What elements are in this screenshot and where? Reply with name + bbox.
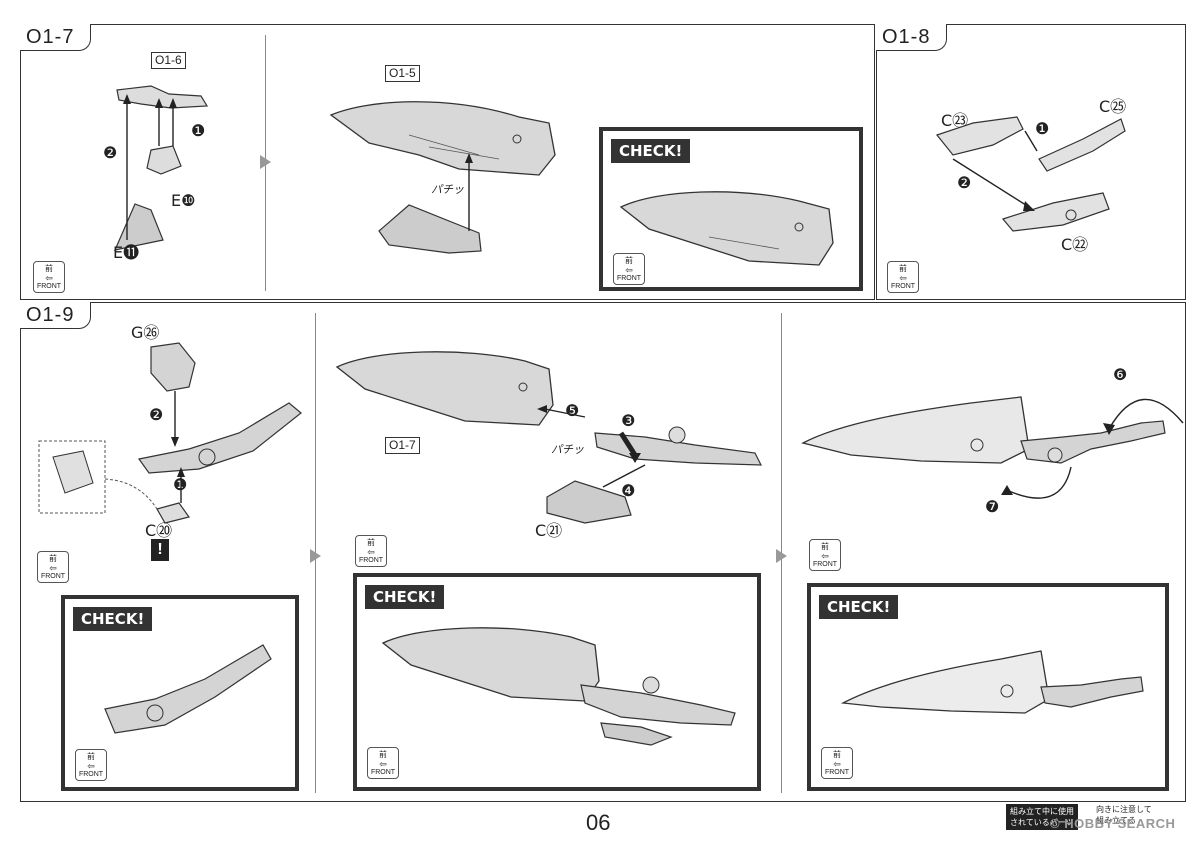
arm-parts-illustration (935, 116, 1126, 232)
rotation-check-illustration (840, 650, 1144, 714)
check-box-o1-9-b: CHECK! 前⇦FRONT (353, 573, 761, 791)
panel-step-o1-9: O1-9 G㉖ C⑳ ❷ ❶ ! 前⇦FRONT CHECK! 前⇦FRONT (20, 302, 1186, 802)
part-c23: C㉓ (941, 111, 969, 130)
front-direction-icon: 前⇦FRONT (887, 261, 919, 293)
step-number-1: ❶ (191, 121, 206, 140)
step-number-2: ❷ (103, 143, 118, 162)
step-number-6: ❻ (1113, 365, 1128, 384)
step-number-3: ❸ (621, 411, 636, 430)
watermark: © HOBBY SEARCH (1050, 816, 1176, 831)
check-label: CHECK! (611, 139, 691, 163)
check-label: CHECK! (365, 585, 445, 609)
step-number-5: ❺ (565, 401, 580, 420)
nose-cone-check-illustration (619, 191, 834, 266)
part-c22: C㉒ (1061, 235, 1089, 254)
front-direction-icon: 前⇦FRONT (821, 747, 853, 779)
front-direction-icon: 前⇦FRONT (37, 551, 69, 583)
rotation-illustration (801, 396, 1166, 464)
part-c20: C⑳ (145, 521, 173, 540)
legend-parts-used-text: 組み立て中に使用されているパーツ (1006, 804, 1078, 830)
front-direction-icon: 前⇦FRONT (809, 539, 841, 571)
legend-parts-used: 組み立て中に使用されているパーツ (1006, 804, 1078, 830)
step-number-1: ❶ (1035, 119, 1050, 138)
part-bracket-illustration (113, 85, 209, 251)
legend-orientation: 向きに注意して組み立てる (1096, 804, 1152, 826)
next-step-arrow-icon (260, 155, 271, 169)
check-box-o1-9-c: CHECK! 前⇦FRONT (807, 583, 1169, 791)
rotate-arrow-bottom-icon (1001, 466, 1072, 499)
front-direction-icon: 前⇦FRONT (367, 747, 399, 779)
step-number-1: ❶ (173, 475, 188, 494)
arm-joint-illustration (38, 342, 302, 524)
rotate-arrow-top-icon (1103, 398, 1184, 435)
legend-orientation-text: 向きに注意して組み立てる (1096, 805, 1152, 825)
part-ref-o1-5: O1-5 (385, 65, 420, 82)
nose-arm-assembly-illustration (335, 351, 762, 524)
arm-check-illustration (104, 644, 272, 734)
step-label: O1-8 (876, 24, 948, 51)
step-number-2: ❷ (149, 405, 164, 424)
step-number-2: ❷ (957, 173, 972, 192)
nose-cone-illustration (329, 101, 556, 254)
next-step-arrow-icon (310, 549, 321, 563)
part-ref-o1-7: O1-7 (385, 437, 420, 454)
step-label: O1-9 (20, 302, 92, 329)
part-ref-o1-6: O1-6 (151, 52, 186, 69)
check-box-o1-9-a: CHECK! 前⇦FRONT (61, 595, 299, 791)
next-step-arrow-icon (776, 549, 787, 563)
front-direction-icon: 前⇦FRONT (75, 749, 107, 781)
step-label: O1-7 (20, 24, 92, 51)
step-number-7: ❼ (985, 497, 1000, 516)
warning-icon: ! (151, 539, 169, 561)
front-direction-icon: 前⇦FRONT (355, 535, 387, 567)
part-c25: C㉕ (1099, 97, 1127, 116)
nose-arm-check-illustration (381, 627, 736, 746)
snap-sound-label: パチッ (551, 444, 584, 456)
panel-step-o1-7: O1-7 O1-6 ❶ ❷ E❿ E⓫ 前⇦FRONT O1-5 パチッ CHE… (20, 24, 875, 300)
part-c21: C㉑ (535, 521, 563, 540)
snap-sound-label: パチッ (431, 184, 464, 196)
page-number: 06 (586, 810, 611, 835)
part-g26: G㉖ (131, 323, 160, 342)
check-box-o1-7: CHECK! 前⇦FRONT (599, 127, 863, 291)
front-direction-icon: 前⇦FRONT (33, 261, 65, 293)
part-e10: E❿ (171, 191, 196, 210)
panel-step-o1-8: O1-8 C㉓ C㉕ C㉒ ❶ ❷ 前⇦FRONT (876, 24, 1186, 300)
step-number-4: ❹ (621, 481, 636, 500)
front-direction-icon: 前⇦FRONT (613, 253, 645, 285)
check-label: CHECK! (73, 607, 153, 631)
check-label: CHECK! (819, 595, 899, 619)
part-e11: E⓫ (113, 243, 140, 262)
